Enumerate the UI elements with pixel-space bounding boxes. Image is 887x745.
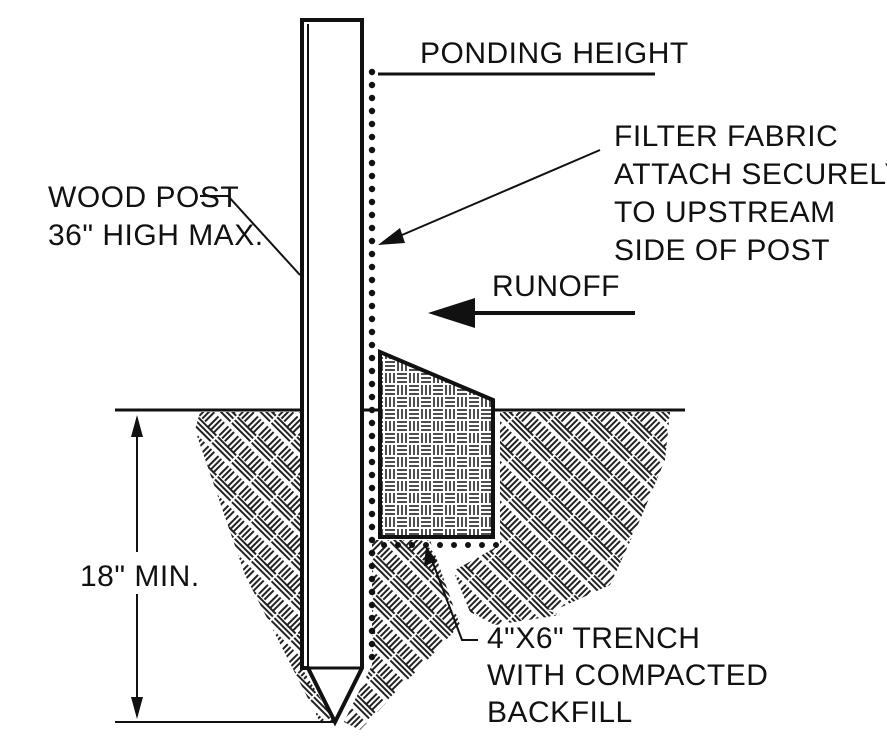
filter-fabric-dots xyxy=(368,68,376,661)
fabric-dot xyxy=(368,432,376,440)
fabric-dot xyxy=(368,120,376,128)
fabric-dot xyxy=(368,185,376,193)
fabric-dot xyxy=(368,146,376,154)
filter-fabric-leader xyxy=(394,149,601,239)
fabric-dot xyxy=(368,640,376,648)
fabric-dot xyxy=(368,549,376,557)
filter-fabric-arrowhead xyxy=(378,228,405,245)
fabric-dot xyxy=(368,484,376,492)
fabric-dot xyxy=(368,380,376,388)
dimension-arrow-top xyxy=(131,415,143,437)
fabric-dot xyxy=(368,224,376,232)
fabric-dot xyxy=(368,159,376,167)
fabric-dot xyxy=(368,536,376,544)
filter-fabric-label-1: FILTER FABRIC xyxy=(614,120,838,153)
soil-under-trench xyxy=(344,540,460,730)
fabric-dot xyxy=(368,458,376,466)
wood-post-label-2: 36" HIGH MAX. xyxy=(48,219,264,252)
fabric-dot xyxy=(368,406,376,414)
fabric-dot xyxy=(368,575,376,583)
soil-right xyxy=(455,412,670,610)
fabric-dot xyxy=(368,81,376,89)
fabric-dot xyxy=(368,393,376,401)
fabric-dot xyxy=(368,94,376,102)
trench-label-1: 4"X6" TRENCH xyxy=(487,622,700,655)
fabric-dot xyxy=(368,328,376,336)
fabric-dot xyxy=(368,172,376,180)
fabric-dot xyxy=(368,354,376,362)
ponding-height-label: PONDING HEIGHT xyxy=(420,37,689,70)
fabric-dot xyxy=(368,614,376,622)
fabric-dot xyxy=(368,237,376,245)
filter-fabric-label-4: SIDE OF POST xyxy=(614,234,830,267)
soil-right-low xyxy=(455,575,560,625)
filter-fabric-label-2: ATTACH SECURELY xyxy=(614,158,887,191)
fabric-dot xyxy=(368,471,376,479)
fabric-dot xyxy=(368,627,376,635)
fabric-dot xyxy=(368,562,376,570)
fabric-dot xyxy=(368,107,376,115)
trench-leader xyxy=(429,554,478,641)
fabric-dot xyxy=(368,497,376,505)
wood-post xyxy=(300,18,364,727)
fabric-dot xyxy=(368,198,376,206)
fabric-dot xyxy=(368,601,376,609)
wood-post-label-1: WOOD POST xyxy=(48,181,239,214)
runoff-arrowhead xyxy=(428,298,475,328)
fabric-dot xyxy=(368,510,376,518)
fabric-dot xyxy=(368,588,376,596)
trench-label-3: BACKFILL xyxy=(487,696,633,729)
fabric-dot xyxy=(368,367,376,375)
fabric-dot xyxy=(368,523,376,531)
runoff-label: RUNOFF xyxy=(492,270,620,303)
fabric-dot xyxy=(368,276,376,284)
fabric-dot xyxy=(368,653,376,661)
filter-fabric-label-3: TO UPSTREAM xyxy=(614,196,836,229)
trench-arrowhead xyxy=(424,546,437,566)
depth-label-bg xyxy=(72,552,202,594)
fabric-dot xyxy=(368,419,376,427)
fabric-dot xyxy=(368,302,376,310)
fabric-dot xyxy=(368,133,376,141)
wood-post-leader xyxy=(200,195,301,276)
fabric-dot xyxy=(368,289,376,297)
trench-label-2: WITH COMPACTED xyxy=(487,659,768,692)
fabric-dot xyxy=(368,445,376,453)
fabric-dot xyxy=(368,341,376,349)
fabric-dot xyxy=(368,211,376,219)
fabric-dot xyxy=(368,263,376,271)
trench-backfill xyxy=(378,348,495,539)
depth-label: 18" MIN. xyxy=(80,560,200,593)
fabric-dot xyxy=(368,315,376,323)
fabric-dot xyxy=(368,68,376,76)
fabric-dot xyxy=(368,250,376,258)
dimension-arrow-bottom xyxy=(131,697,143,719)
trench-fabric-dots xyxy=(381,542,499,548)
